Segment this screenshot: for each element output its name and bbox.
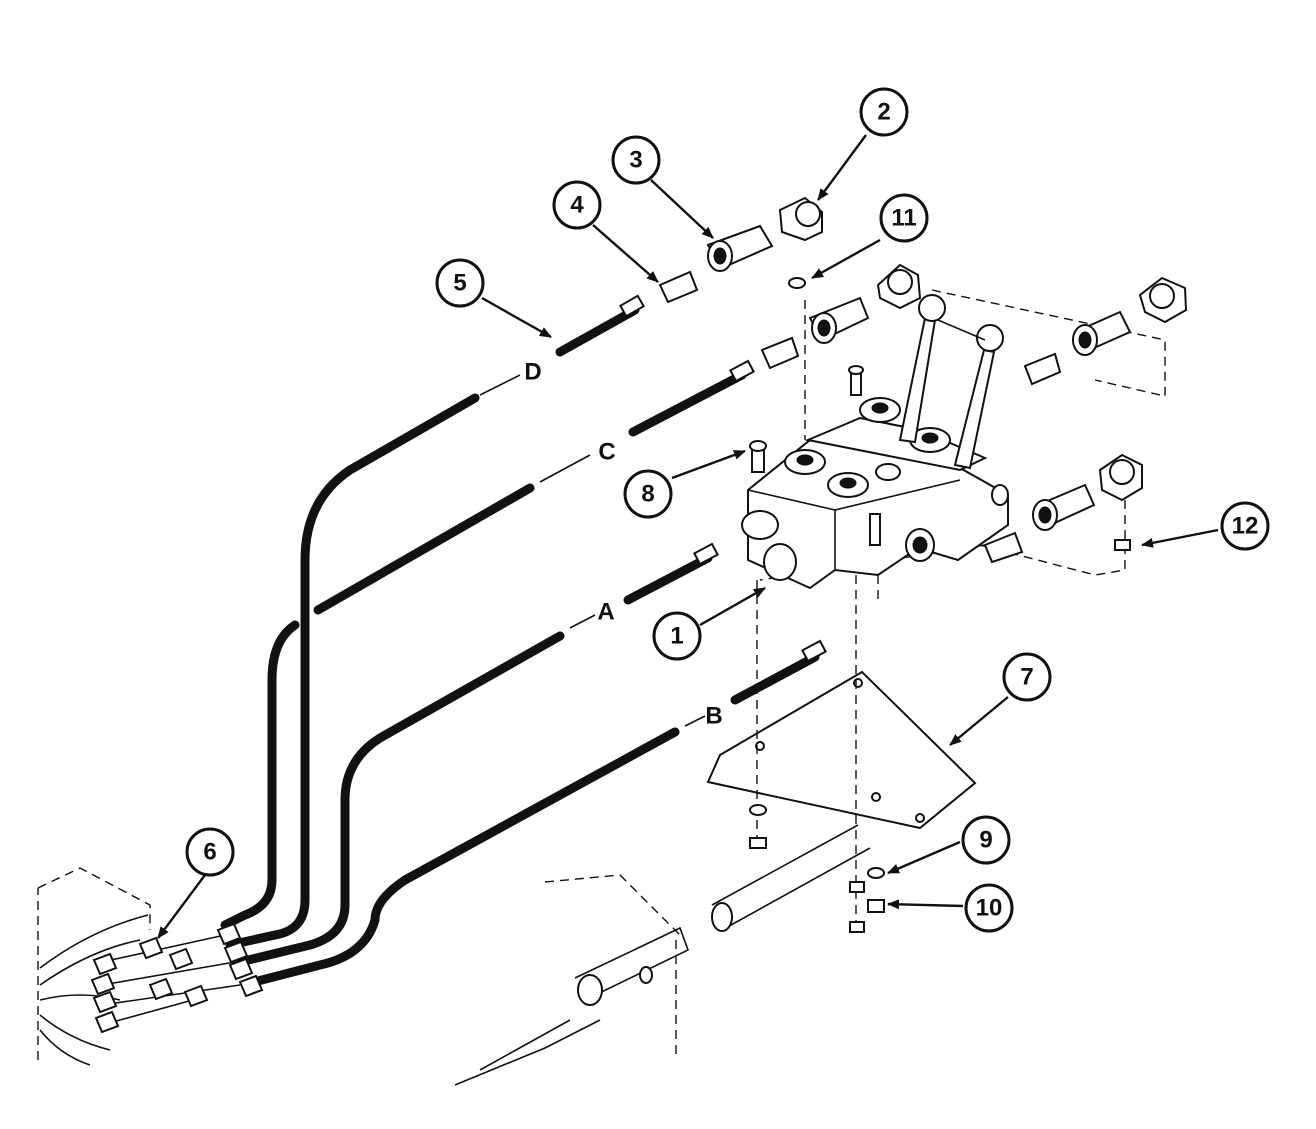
- mounting-frame: [454, 824, 871, 1086]
- hose-end-c: [628, 370, 747, 437]
- fittings: [658, 196, 1188, 564]
- callout-2: 2: [859, 87, 909, 137]
- plate-hardware: [749, 560, 885, 933]
- mounting-tube: [711, 902, 733, 932]
- callout-5: 5: [435, 258, 485, 308]
- callout-number-9: 9: [979, 827, 992, 854]
- tube-end: [577, 974, 603, 1006]
- callout-number-1: 1: [670, 623, 683, 650]
- hose-d: [225, 393, 480, 950]
- callout-12: 12: [1220, 501, 1270, 551]
- hose-c: [220, 620, 300, 930]
- callout-number-11: 11: [891, 205, 916, 232]
- callout-number-3: 3: [629, 147, 642, 174]
- mounting-plate: [706, 670, 977, 830]
- callout-4: 4: [552, 180, 602, 230]
- hose-label-b: B: [705, 703, 722, 730]
- hose-end-b: [730, 652, 820, 705]
- leader-lines: [101, 374, 706, 1071]
- callout-number-7: 7: [1020, 664, 1033, 691]
- hose-a: [235, 631, 565, 967]
- oring-11: [788, 277, 806, 289]
- hose-labels: D C A B: [524, 359, 722, 730]
- callout-3: 3: [611, 135, 661, 185]
- hose-connectors: [90, 922, 264, 1034]
- nut-12: [1114, 539, 1131, 551]
- tractor-frame-outline: [37, 867, 151, 1066]
- hydraulic-hoses: [220, 393, 680, 988]
- control-valve-body: [741, 289, 1166, 590]
- hose-label-d: D: [524, 359, 541, 386]
- adapter-4: [658, 270, 699, 304]
- callout-number-10: 10: [976, 895, 1003, 922]
- callout-number-2: 2: [877, 99, 890, 126]
- callout-number-4: 4: [570, 192, 584, 219]
- callout-8: 8: [623, 469, 673, 519]
- hose-label-c: C: [598, 439, 615, 466]
- callout-7: 7: [1002, 652, 1052, 702]
- hose-ends: [555, 294, 827, 705]
- hose-b: [245, 727, 680, 988]
- hose-end-a: [623, 553, 713, 605]
- callout-6: 6: [185, 827, 235, 877]
- callout-11: 11: [879, 193, 929, 243]
- callout-number-6: 6: [203, 839, 216, 866]
- callout-1: 1: [652, 611, 702, 661]
- callout-number-5: 5: [453, 270, 466, 297]
- connector-6: [138, 936, 164, 960]
- callout-number-12: 12: [1232, 513, 1259, 540]
- washer-9: [867, 867, 885, 879]
- callout-arrows: [157, 134, 1219, 939]
- nut-10: [867, 899, 885, 913]
- hose-c-segment: [313, 483, 535, 615]
- callout-number-8: 8: [641, 481, 654, 508]
- hose-label-a: A: [597, 599, 614, 626]
- hose-end-d: [555, 305, 640, 357]
- callout-10: 10: [964, 883, 1014, 933]
- callout-9: 9: [961, 815, 1011, 865]
